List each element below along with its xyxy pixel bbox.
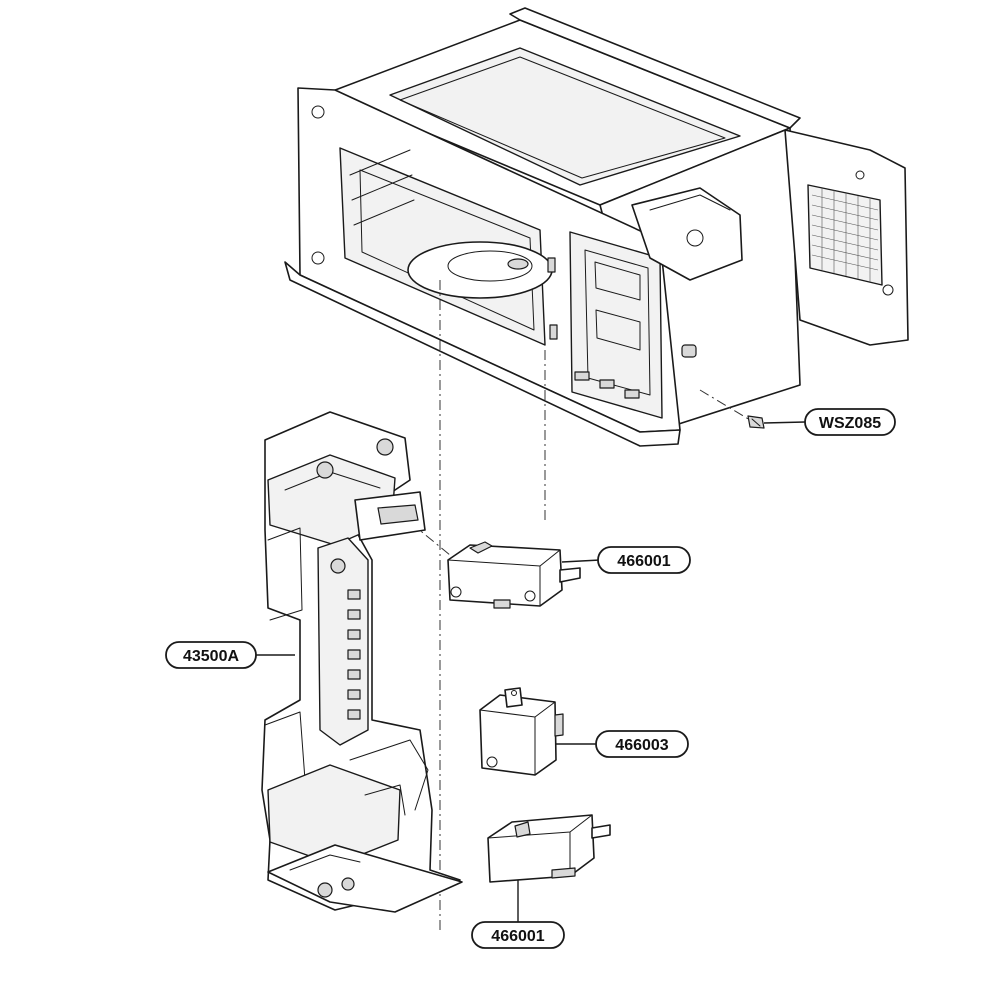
callout-466003: 466003 (595, 730, 689, 758)
micro-switch-466001-bottom (487, 814, 611, 883)
micro-switch-466003 (479, 687, 564, 776)
callout-466001-bottom: 466001 (471, 921, 565, 949)
oven-cavity-assembly (284, 7, 909, 447)
latch-teeth (347, 589, 361, 720)
callout-43500a: 43500A (165, 641, 257, 669)
callout-label: 466001 (491, 928, 544, 945)
assembly-guide-lines (394, 280, 751, 930)
latch-board-43500a (261, 411, 463, 913)
turntable-plate (407, 241, 553, 299)
callout-wsz085: WSZ085 (804, 408, 896, 436)
micro-switch-466001-top (447, 541, 581, 609)
leader-lines (255, 421, 806, 922)
callout-label: 43500A (183, 648, 239, 665)
callout-466001-top: 466001 (597, 546, 691, 574)
vent-grille (811, 188, 879, 282)
callout-label: 466001 (617, 553, 670, 570)
callout-label: 466003 (615, 737, 668, 754)
callout-label: WSZ085 (819, 415, 881, 432)
screw-wsz085 (747, 415, 765, 429)
